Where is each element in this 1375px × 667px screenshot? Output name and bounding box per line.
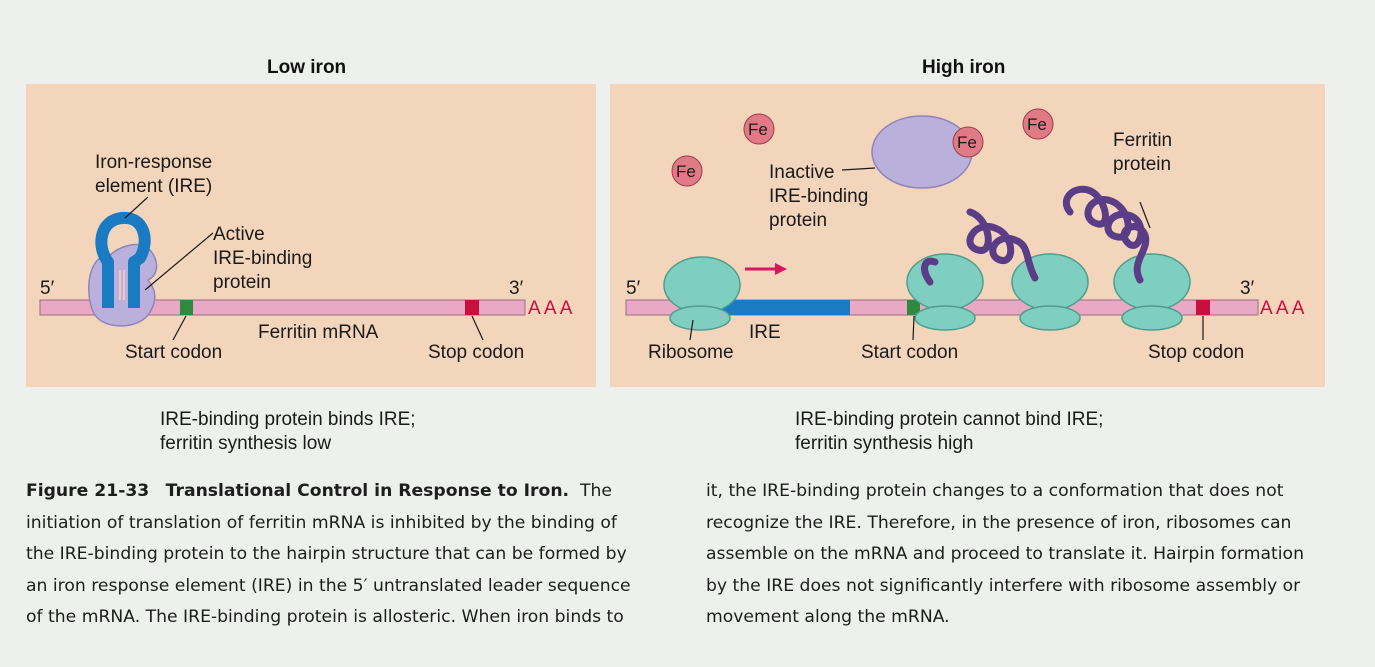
ribosome-movement-arrow <box>745 263 787 275</box>
hairpin-stem-pairs <box>119 270 125 300</box>
ferritin-mrna-label: Ferritin mRNA <box>258 322 379 343</box>
three-prime-label: 3′ <box>509 278 524 299</box>
ribosome-label: Ribosome <box>648 342 734 363</box>
poly-a-tail-label-high: A A A <box>1260 298 1305 319</box>
svg-text:Fe: Fe <box>748 120 768 139</box>
low-iron-diagram: Iron-response element (IRE) Active IRE-b… <box>39 152 573 363</box>
figure-caption-left: Figure 21-33 Translational Control in Re… <box>26 476 631 634</box>
caption-left-line: of the mRNA. The IRE-binding protein is … <box>26 607 624 627</box>
high-iron-diagram: Fe Fe Fe Fe <box>625 108 1305 363</box>
active-protein-label-line3: protein <box>213 272 271 293</box>
figure-number: Figure 21-33 <box>26 481 150 501</box>
caption-right-line: recognize the IRE. Therefore, in the pre… <box>706 512 1292 533</box>
inactive-protein-label-line2: IRE-binding <box>769 186 868 207</box>
ire-label-line1: Iron-response <box>95 152 212 173</box>
figure-title: Translational Control in Response to Iro… <box>165 481 570 501</box>
low-iron-caption-line2: ferritin synthesis low <box>160 433 332 454</box>
start-codon-leader-line <box>172 315 187 341</box>
ire-hairpin <box>95 211 151 308</box>
active-protein-leader-line <box>144 232 214 291</box>
figure-caption-right: it, the IRE-binding protein changes to a… <box>706 476 1304 634</box>
ire-label-high: IRE <box>749 322 781 343</box>
stop-codon-label: Stop codon <box>428 342 524 363</box>
low-iron-title: Low iron <box>267 57 347 78</box>
caption-left-line: the IRE-binding protein to the hairpin s… <box>26 544 627 564</box>
caption-right-line: assemble on the mRNA and proceed to tran… <box>706 544 1304 564</box>
active-protein-label-line1: Active <box>213 224 265 245</box>
ire-label-line2: element (IRE) <box>95 176 212 197</box>
stop-codon-marker-high <box>1196 300 1210 315</box>
ferritin-chain-short <box>921 257 939 286</box>
inactive-protein-label-line1: Inactive <box>769 162 834 183</box>
poly-a-tail-label: A A A <box>528 298 573 319</box>
stop-codon-marker <box>465 300 479 315</box>
fe-ion: Fe <box>743 113 775 145</box>
caption-right-line: movement along the mRNA. <box>706 607 950 627</box>
start-codon-marker-high <box>907 300 920 315</box>
fe-ion: Fe <box>952 126 984 158</box>
inactive-protein-label-line3: protein <box>769 210 827 231</box>
high-iron-caption-line2: ferritin synthesis high <box>795 433 974 454</box>
ferritin-protein-leader-line <box>1139 201 1151 229</box>
translating-ribosome <box>906 253 984 331</box>
figure-caption-first-line: Figure 21-33 Translational Control in Re… <box>26 476 631 508</box>
stop-codon-leader-line <box>471 315 484 341</box>
ferritin-protein-label-line1: Ferritin <box>1113 130 1172 151</box>
high-iron-caption-line1: IRE-binding protein cannot bind IRE; <box>795 409 1104 430</box>
caption-left-line: an iron response element (IRE) in the 5′… <box>26 575 631 596</box>
caption-right-line: it, the IRE-binding protein changes to a… <box>706 481 1284 501</box>
five-prime-label-high: 5′ <box>626 278 641 299</box>
three-prime-label-high: 3′ <box>1240 278 1255 299</box>
translating-ribosome <box>1011 253 1089 331</box>
ferritin-mrna-strand <box>39 299 526 316</box>
start-codon-marker <box>180 300 193 315</box>
fe-ion: Fe <box>1022 108 1054 140</box>
high-iron-title: High iron <box>922 57 1006 78</box>
ferritin-chain-medium <box>966 208 1039 282</box>
start-codon-leader-line-high <box>912 315 915 341</box>
ferritin-protein-label-line2: protein <box>1113 154 1171 175</box>
svg-text:Fe: Fe <box>957 133 977 152</box>
ire-leader-line <box>124 196 149 219</box>
low-iron-caption-line1: IRE-binding protein binds IRE; <box>160 409 416 430</box>
ferritin-chain-long <box>1062 185 1150 284</box>
active-protein-label-line2: IRE-binding <box>213 248 312 269</box>
stop-codon-label-high: Stop codon <box>1148 342 1244 363</box>
ribosome-leader-line <box>689 319 694 341</box>
caption-left-line: The <box>580 481 612 501</box>
caption-right-line: by the IRE does not significantly interf… <box>706 575 1301 596</box>
translating-ribosome <box>1113 253 1191 331</box>
inactive-protein-leader-line <box>841 167 876 171</box>
fe-ion: Fe <box>671 155 703 187</box>
svg-text:Fe: Fe <box>1027 115 1047 134</box>
start-codon-label-high: Start codon <box>861 342 958 363</box>
ribosome <box>663 256 741 331</box>
five-prime-label: 5′ <box>40 278 55 299</box>
start-codon-label: Start codon <box>125 342 222 363</box>
caption-left-line: initiation of translation of ferritin mR… <box>26 512 617 533</box>
low-iron-panel <box>26 84 596 387</box>
svg-text:Fe: Fe <box>676 162 696 181</box>
